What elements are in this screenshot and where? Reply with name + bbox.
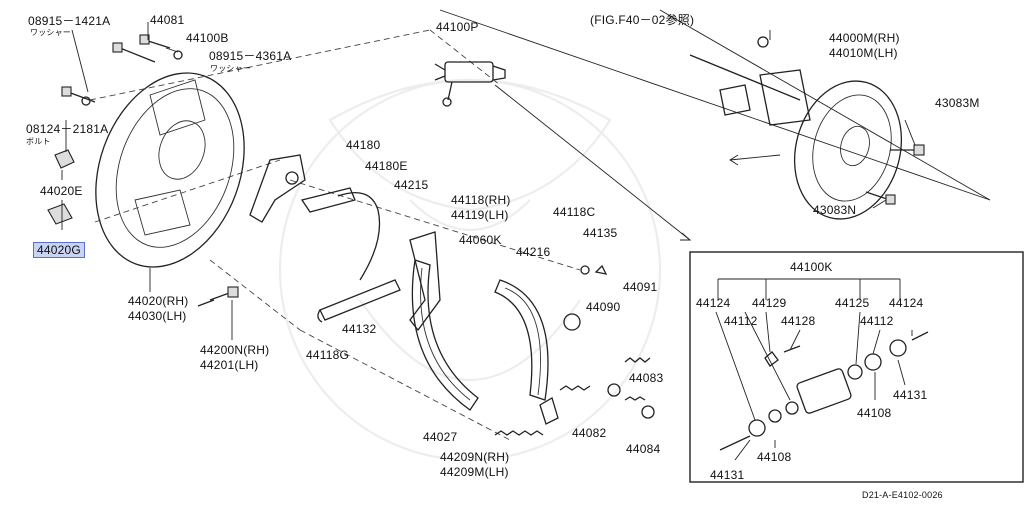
label-44083: 44083 <box>629 371 664 385</box>
label-44209N-rh: 44209N(RH) <box>440 450 510 464</box>
inset-label-44108-left: 44108 <box>757 450 792 464</box>
label-08915-4361A: 08915－4361A <box>209 49 292 63</box>
label-44180E: 44180E <box>365 159 408 173</box>
inset-wheel-cylinder <box>719 331 929 451</box>
label-44118C: 44118C <box>553 205 596 219</box>
label-44118G: 44118G <box>306 348 350 362</box>
label-44010M-lh: 44010M(LH) <box>829 46 898 60</box>
watermark-emblem <box>278 78 662 462</box>
label-44100P: 44100P <box>436 20 479 34</box>
label-washer-2: ワッシャー <box>210 64 251 73</box>
label-44200N-rh: 44200N(RH) <box>200 343 270 357</box>
leader-lines-left <box>61 22 233 340</box>
label-44081: 44081 <box>150 13 185 27</box>
inset-leaders <box>715 278 913 461</box>
inset-frame <box>689 251 1024 483</box>
label-44091: 44091 <box>623 280 658 294</box>
label-44082: 44082 <box>572 426 607 440</box>
label-44000M-rh: 44000M(RH) <box>829 31 900 45</box>
brake-assembly-right <box>689 36 925 220</box>
label-washer-1: ワッシャー <box>30 28 71 37</box>
label-08124-2181A: 08124－2181A <box>26 122 109 136</box>
label-08915-1421A: 08915－1421A <box>28 14 111 28</box>
label-bolt: ボルト <box>26 137 51 146</box>
assembly-lines <box>89 29 581 441</box>
inset-label-44124-right: 44124 <box>889 296 924 310</box>
footer-diagram-code: D21-A-E4102-0026 <box>862 490 943 500</box>
brake-shoes <box>409 231 549 411</box>
label-44020G-highlighted: 44020G <box>33 242 85 258</box>
label-fig-reference: (FIG.F40－02参照) <box>590 13 695 27</box>
parking-lever <box>249 154 381 281</box>
inset-label-44131-right: 44131 <box>893 388 928 402</box>
label-44090: 44090 <box>586 300 621 314</box>
label-44215: 44215 <box>394 178 429 192</box>
label-44027: 44027 <box>423 430 458 444</box>
label-44180: 44180 <box>346 138 381 152</box>
inset-label-44128: 44128 <box>781 314 816 328</box>
label-44216: 44216 <box>516 245 551 259</box>
hardware-top-left <box>47 34 239 307</box>
label-44132: 44132 <box>342 322 377 336</box>
label-44100B: 44100B <box>186 31 229 45</box>
label-44135: 44135 <box>583 226 618 240</box>
label-44118-rh: 44118(RH) <box>451 193 511 207</box>
inset-title-44100K: 44100K <box>790 260 833 274</box>
inset-label-44112-right: 44112 <box>860 314 894 328</box>
label-44060K: 44060K <box>459 233 502 247</box>
inset-label-44124-left: 44124 <box>696 296 731 310</box>
reference-lines-right <box>439 9 991 241</box>
inset-label-44131-left: 44131 <box>710 468 745 482</box>
backing-plate <box>95 72 245 268</box>
label-44084: 44084 <box>626 442 661 456</box>
inset-label-44112-left: 44112 <box>724 314 758 328</box>
label-43083M: 43083M <box>935 96 980 110</box>
label-44030-lh: 44030(LH) <box>128 309 187 323</box>
wheel-cylinder <box>434 61 506 107</box>
label-44209M-lh: 44209M(LH) <box>440 465 509 479</box>
inset-label-44108-right: 44108 <box>857 406 892 420</box>
label-43083N: 43083N <box>813 203 857 217</box>
springs-and-clips <box>494 264 655 436</box>
label-44020-rh: 44020(RH) <box>128 294 189 308</box>
label-44020E: 44020E <box>40 184 83 198</box>
label-44119-lh: 44119(LH) <box>451 208 509 222</box>
adjuster-strut <box>317 279 401 323</box>
label-44201-lh: 44201(LH) <box>200 358 259 372</box>
inset-label-44125: 44125 <box>835 296 870 310</box>
inset-label-44129: 44129 <box>752 296 787 310</box>
